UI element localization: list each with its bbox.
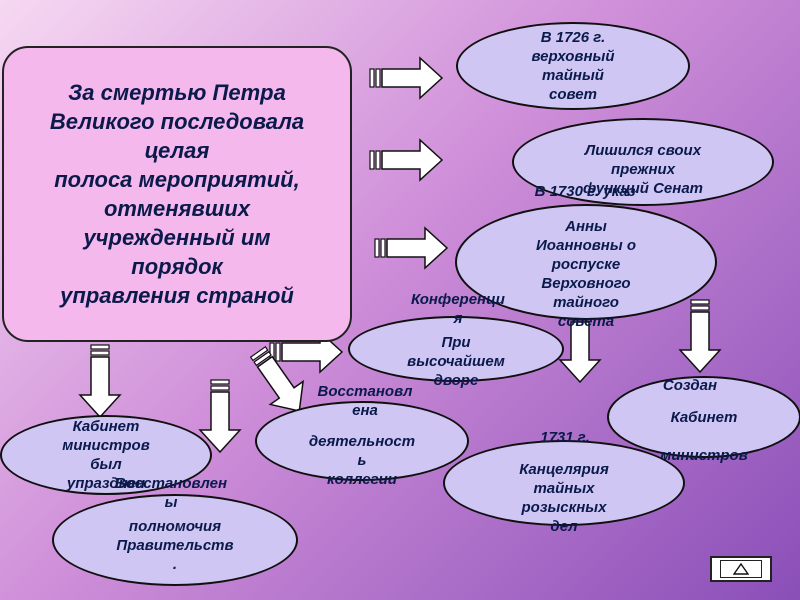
collegia-text: деятельност ь коллегии xyxy=(308,432,416,488)
senate-text: Лишился своих прежних функций Сенат xyxy=(583,141,703,197)
cabinet-abolished-text: Кабинет министров был упразднен xyxy=(62,418,150,492)
chancellery-text: Канцелярия тайных розыскных дел xyxy=(519,461,609,535)
oval-anna-decree: Анны Иоанновны о роспуске Верховного тай… xyxy=(455,204,717,330)
arrow-to-cabinet-abolished xyxy=(79,344,121,418)
conference-text: При высочайшем дворе xyxy=(407,333,505,389)
oval-privy-council: В 1726 г. верховный тайный совет xyxy=(456,22,690,110)
main-statement-box: За смертью Петра Великого последовала це… xyxy=(2,46,352,342)
cabinet-title-label: Создан xyxy=(662,377,718,394)
oval-cabinet-created: Кабинет министров xyxy=(607,376,800,464)
oval-conference: При высочайшем дворе xyxy=(348,316,564,389)
next-slide-button[interactable] xyxy=(710,556,772,582)
play-triangle-icon xyxy=(733,563,749,575)
restored-govt-label: Восстановлен ы xyxy=(114,475,228,511)
oval-collegia: деятельност ь коллегии xyxy=(255,401,469,488)
privy-council-text: В 1726 г. верховный тайный совет xyxy=(531,29,615,103)
oval-senate: Лишился своих прежних функций Сенат xyxy=(512,118,774,206)
oval-govt-powers: полномочия Правительств . xyxy=(52,494,298,586)
arrow-to-senate xyxy=(369,139,443,181)
govt-powers-text: полномочия Правительств . xyxy=(116,517,234,573)
year-1731-label: 1731 г. xyxy=(540,429,590,446)
arrow-to-anna-decree xyxy=(374,227,448,269)
conference-title-label: Конференци я xyxy=(411,291,505,327)
anna-decree-text: Анны Иоанновны о роспуске Верховного тай… xyxy=(535,218,637,330)
cabinet-created-text: Кабинет министров xyxy=(660,408,748,464)
main-statement-text: За смертью Петра Великого последовала це… xyxy=(49,80,305,308)
triangle-frame xyxy=(720,560,762,578)
oval-cabinet-abolished: Кабинет министров был упразднен xyxy=(0,415,212,495)
arrow-to-cabinet-created xyxy=(679,299,721,373)
anna-year-label: В 1730 г. указ xyxy=(534,183,636,200)
restored-collegia-label: Восстановл ена xyxy=(317,383,413,419)
oval-chancellery: Канцелярия тайных розыскных дел xyxy=(443,440,685,535)
arrow-to-privy-council xyxy=(369,57,443,99)
